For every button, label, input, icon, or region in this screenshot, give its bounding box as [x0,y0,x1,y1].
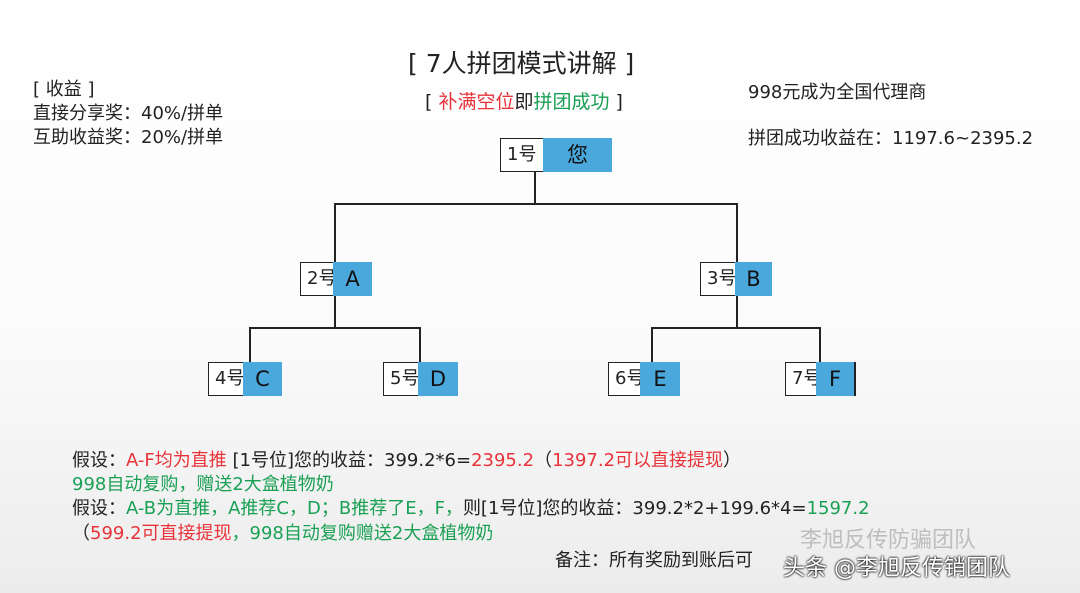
direct-share-bonus: 直接分享奖：40%/拼单 [33,103,224,124]
agent-info: 998元成为全国代理商 [748,82,927,103]
remark: 备注：所有奖励到账后可 [555,550,753,571]
connector [534,172,536,204]
connector [419,327,421,363]
connector [736,296,738,328]
connector [249,327,421,329]
result: 1597.2 [806,498,870,519]
subtitle-red: 补满空位 [438,91,515,113]
node-2-name: A [333,262,372,296]
connector [736,203,738,263]
result: 2395.2 [471,450,535,471]
example-2-note: （599.2可直接提现，998自动复购赠送2大盒植物奶 [72,519,493,545]
node-6-position: 6号 [608,362,646,396]
paren: （ [534,450,553,471]
subtitle: [ 补满空位即拼团成功 ] [425,87,623,114]
example-1-note: 998自动复购，赠送2大盒植物奶 [72,474,334,495]
toutiao-watermark: 头条 @李旭反传销团队 [783,556,1010,581]
repurchase: ，998自动复购赠送2大盒植物奶 [231,523,494,544]
connector [819,327,821,363]
wechat-watermark: 李旭反传防骗团队 [800,528,977,553]
connector [334,203,738,205]
example-1: 假设：A-F均为直推 [1号位]您的收益：399.2*6=2395.2（1397… [72,446,741,472]
node-5-name: D [418,362,458,396]
bracket: ] [609,91,623,113]
connector [334,203,336,263]
subtitle-green: 拼团成功 [533,91,610,113]
income-heading: [ 收益 ] [33,79,95,100]
title: [ 7人拼团模式讲解 ] [408,49,635,78]
node-5-position: 5号 [383,362,423,396]
subtitle-mid: 即 [514,91,534,113]
highlight: A-B为直推，A推荐C，D；B推荐了E，F， [126,498,463,519]
node-3-name: B [735,262,772,296]
income-info: [ 收益 ] 直接分享奖：40%/拼单 互助收益奖：20%/拼单 [33,78,223,150]
paren: ） [723,450,742,471]
formula: [1号位]您的收益：399.2*6= [226,450,472,471]
connector [249,327,251,363]
example-2: 假设：A-B为直推，A推荐C，D；B推荐了E，F，则[1号位]您的收益：399.… [72,494,870,520]
node-3-position: 3号 [700,262,740,296]
withdrawable: 1397.2可以直接提现 [552,450,724,471]
connector [651,327,653,363]
node-1-position: 1号 [500,138,548,172]
node-4-name: C [243,362,282,396]
node-4-position: 4号 [208,362,248,396]
connector [651,327,821,329]
label: 假设： [72,498,126,519]
highlight: A-F均为直推 [126,450,227,471]
node-7-name: F [816,362,856,396]
paren: （ [72,523,90,544]
node-6-name: E [640,362,680,396]
formula: 则[1号位]您的收益：399.2*2+199.6*4= [462,498,807,519]
label: 假设： [72,450,126,471]
bracket: [ [425,91,439,113]
income-range: 拼团成功收益在：1197.6~2395.2 [748,128,1034,149]
mutual-bonus: 互助收益奖：20%/拼单 [33,127,224,148]
node-1-name: 您 [543,138,612,172]
withdrawable: 599.2可直接提现 [90,523,232,544]
connector [334,296,336,328]
